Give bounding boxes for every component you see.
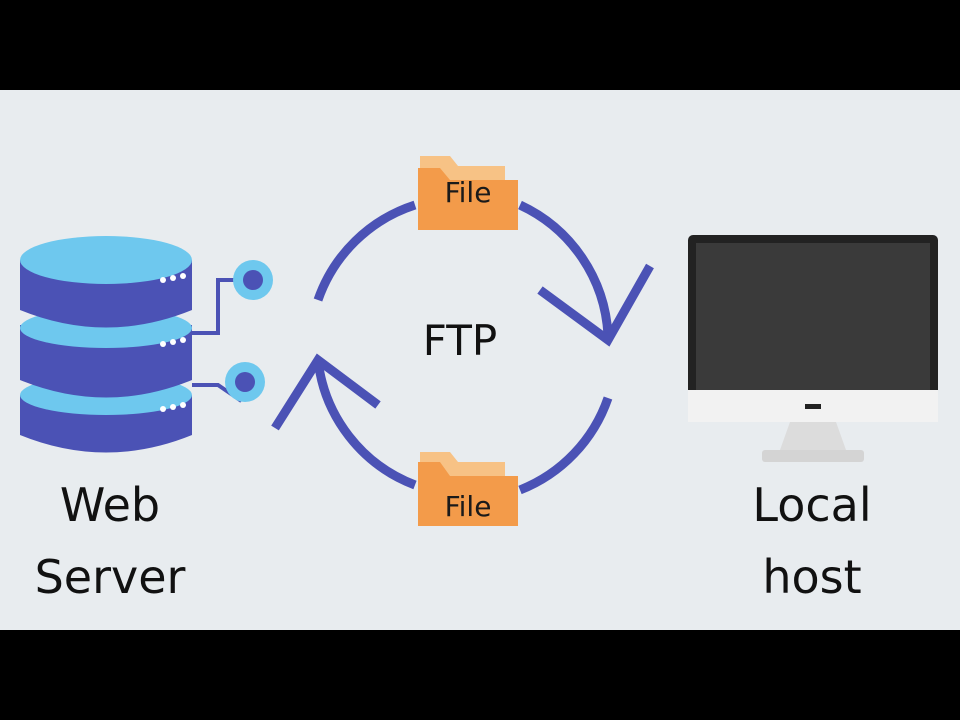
local-host-label-line2: host xyxy=(762,550,862,604)
folder-icon xyxy=(418,156,518,230)
network-connector-top xyxy=(192,260,273,335)
monitor-icon xyxy=(688,235,938,462)
protocol-label: FTP xyxy=(422,316,498,365)
web-server-label: Web Server xyxy=(20,482,200,626)
local-host-label-line1: Local xyxy=(752,478,872,532)
ftp-diagram: FTP File File Web Server Local host xyxy=(0,90,960,630)
web-server-label-line1: Web xyxy=(59,478,161,532)
file-label-bottom: File xyxy=(444,490,492,523)
network-connector-bottom xyxy=(192,362,265,403)
web-server-label-line2: Server xyxy=(34,550,186,604)
cycle-arrow-icon xyxy=(271,200,654,495)
diagram-canvas xyxy=(20,156,938,526)
file-label-top: File xyxy=(444,176,492,209)
database-icon xyxy=(20,236,192,453)
local-host-label: Local host xyxy=(722,482,902,626)
folder-icon xyxy=(418,452,518,526)
